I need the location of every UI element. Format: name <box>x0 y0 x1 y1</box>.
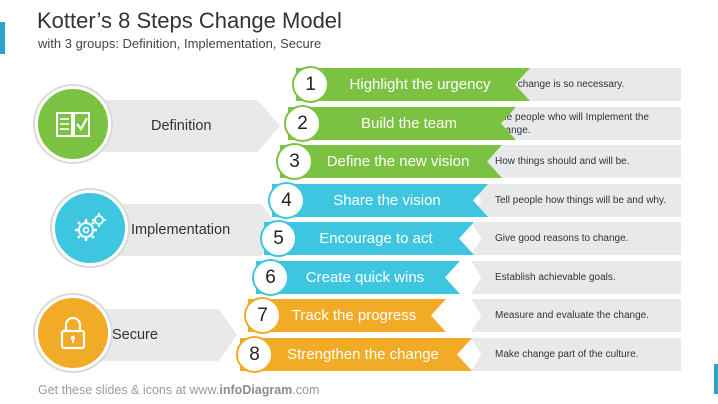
group-implementation-label: Implementation <box>131 222 231 238</box>
step-4-label: Share the vision <box>333 192 441 209</box>
group-implementation-circle <box>52 190 128 266</box>
step-5-bar: Encourage to act <box>264 222 474 255</box>
step-7-bar: Track the progress <box>248 299 446 332</box>
group-implementation: Implementation <box>52 190 297 266</box>
step-3-description-box: How things should and will be. <box>471 145 681 178</box>
step-7-label: Track the progress <box>291 307 417 324</box>
step-8-label: Strengthen the change <box>287 346 439 363</box>
group-secure-circle <box>35 295 111 371</box>
step-1-number: 1 <box>292 66 329 103</box>
step-7-description-box: Measure and evaluate the change. <box>471 299 681 332</box>
step-8-bar: Strengthen the change <box>240 338 472 371</box>
slide-title: Kotter’s 8 Steps Change Model <box>37 8 342 33</box>
group-secure: Secure <box>35 295 280 371</box>
step-6-description: Establish achievable goals. <box>495 272 616 283</box>
padlock-icon <box>60 316 86 350</box>
step-2-number: 2 <box>284 105 321 142</box>
step-3-number: 3 <box>276 143 313 180</box>
step-2-description: The people who will Implement the change… <box>495 111 649 136</box>
step-5-number: 5 <box>260 220 297 257</box>
step-1-description: Why change is so necessary. <box>495 79 625 90</box>
step-1-label: Highlight the urgency <box>349 76 491 93</box>
step-6-number: 6 <box>252 259 289 296</box>
step-3-label: Define the new vision <box>326 153 470 170</box>
group-secure-label: Secure <box>112 327 158 343</box>
step-7-description: Measure and evaluate the change. <box>495 310 649 321</box>
step-3-bar: Define the new vision <box>280 145 502 178</box>
step-6-description-box: Establish achievable goals. <box>471 261 681 294</box>
step-1-bar: Highlight the urgency <box>296 68 530 101</box>
step-7-number: 7 <box>244 297 281 334</box>
step-2-bar: Build the team <box>288 107 516 140</box>
step-5-label: Encourage to act <box>319 230 433 247</box>
footer-suffix: .com <box>292 383 320 397</box>
step-8-description-box: Make change part of the culture. <box>471 338 681 371</box>
footer-brand: infoDiagram <box>219 383 293 397</box>
group-definition-circle <box>35 86 111 162</box>
step-5-description-box: Give good reasons to change. <box>471 222 681 255</box>
step-4-description-box: Tell people how things will be and why. <box>471 184 681 217</box>
step-6-label: Create quick wins <box>305 269 425 286</box>
footer-credit: Get these slides & icons at www.infoDiag… <box>38 383 319 397</box>
step-2-label: Build the team <box>361 115 457 132</box>
book-check-icon <box>56 112 90 137</box>
step-3-description: How things should and will be. <box>495 156 630 167</box>
step-8-description: Make change part of the culture. <box>495 349 639 360</box>
step-8-number: 8 <box>236 336 273 373</box>
gears-icon <box>75 213 106 241</box>
step-4-bar: Share the vision <box>272 184 488 217</box>
step-5-description: Give good reasons to change. <box>495 233 629 244</box>
step-6-bar: Create quick wins <box>256 261 460 294</box>
step-4-description: Tell people how things will be and why. <box>495 195 667 206</box>
right-accent-bar <box>714 364 718 394</box>
group-definition-label: Definition <box>151 118 212 134</box>
footer-prefix: Get these slides & icons at www. <box>38 383 220 397</box>
slide-subtitle: with 3 groups: Definition, Implementatio… <box>38 36 322 51</box>
step-4-number: 4 <box>268 182 305 219</box>
left-accent-bar <box>0 22 5 54</box>
group-definition: Definition <box>35 86 280 162</box>
